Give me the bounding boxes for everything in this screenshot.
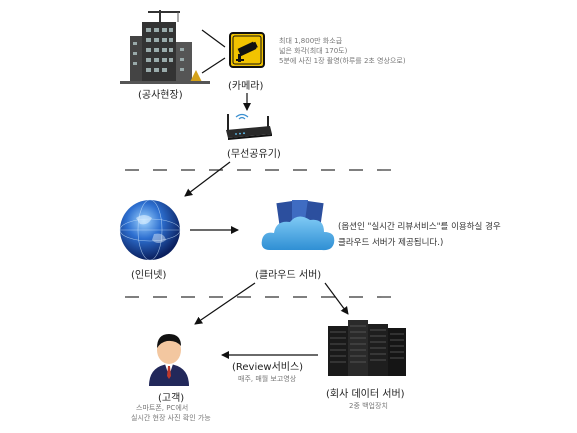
wifi-router-icon: [226, 113, 272, 140]
data-server-backup-note: 2중 백업장치: [349, 402, 388, 410]
review-service-note: 매주, 매월 보고영상: [238, 375, 297, 383]
globe-icon: [119, 199, 181, 261]
internet-node: [118, 198, 182, 262]
server-rack-icon: [328, 320, 406, 376]
camera-label: (카메라): [228, 81, 264, 92]
customer-node: [143, 330, 195, 386]
camera-spec-interval: 5분에 사진 1장 촬영(하루를 2초 영상으로): [279, 57, 406, 65]
customer-label: (고객): [158, 393, 185, 404]
router-internet-arrow: [184, 161, 231, 197]
router-label: (무선공유기): [227, 149, 281, 160]
cloud-option-note-line2: 클라우드 서버가 제공됩니다.): [338, 238, 444, 248]
construction-site-node: [120, 8, 210, 84]
camera-spec-angle: 넓은 화각(최대 170도): [279, 47, 348, 55]
customer-device-note: 스마트폰, PC에서: [136, 404, 189, 412]
site-camera-line: [201, 29, 226, 48]
cctv-camera-icon: [229, 32, 265, 68]
data-server-node: [326, 316, 408, 378]
customer-realtime-note: 실시간 현장 사진 확인 가능: [131, 414, 211, 422]
building-icon: [120, 10, 210, 84]
data-server-label: (회사 데이터 서버): [326, 389, 405, 400]
site-camera-line-lower: [201, 57, 226, 74]
router-node: [222, 108, 274, 142]
cloud-server-label: (클라우드 서버): [255, 270, 322, 281]
cloud-server-icon: [261, 200, 335, 251]
internet-label: (인터넷): [131, 270, 167, 281]
camera-node: [229, 32, 265, 68]
cloud-datacenter-arrow: [324, 282, 349, 315]
cloud-option-note-line1: (옵션인 "실시간 리뷰서비스"를 이용하실 경우: [338, 222, 501, 232]
person-icon: [149, 334, 189, 386]
cloud-server-node: [258, 198, 338, 256]
construction-site-label: (공사현장): [138, 90, 183, 101]
camera-spec-resolution: 최대 1,800만 화소급: [279, 37, 343, 45]
review-service-label: (Review서비스): [232, 362, 304, 373]
cloud-customer-arrow: [194, 282, 256, 325]
